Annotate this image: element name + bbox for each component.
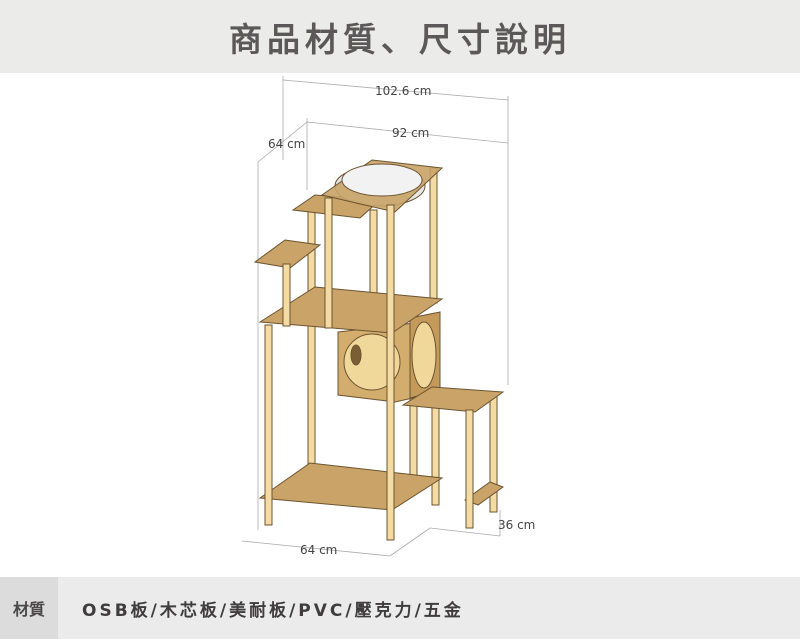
dim-step-depth: 36 cm bbox=[498, 518, 535, 532]
spec-label: 材質 bbox=[0, 577, 58, 639]
dim-top-width: 92 cm bbox=[392, 126, 429, 140]
dim-overall-width: 102.6 cm bbox=[375, 84, 431, 98]
platforms bbox=[253, 194, 505, 511]
cat-tree bbox=[253, 159, 505, 541]
dim-height: 64 cm bbox=[268, 137, 305, 151]
spec-value: OSB板/木芯板/美耐板/PVC/壓克力/五金 bbox=[82, 600, 464, 621]
spec-row: 材質 OSB板/木芯板/美耐板/PVC/壓克力/五金 bbox=[0, 577, 800, 639]
poles-front bbox=[264, 197, 474, 541]
page-title: 商品材質、尺寸說明 bbox=[229, 19, 571, 59]
dimension-lines bbox=[241, 76, 509, 557]
dim-base-depth: 64 cm bbox=[300, 543, 337, 557]
product-diagram: 102.6 cm 92 cm 64 cm 64 cm 36 cm bbox=[0, 73, 800, 577]
header-band: 商品材質、尺寸說明 bbox=[0, 0, 800, 73]
